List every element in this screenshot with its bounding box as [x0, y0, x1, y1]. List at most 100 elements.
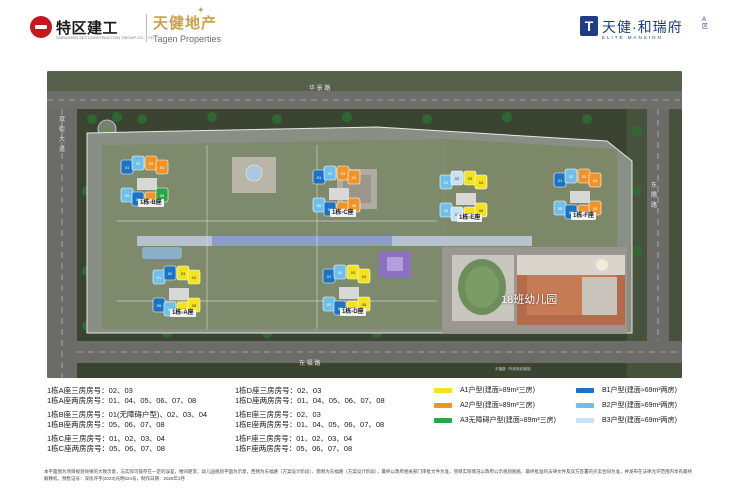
- unit-a1: [474, 174, 488, 190]
- unit-number: 03: [582, 174, 587, 179]
- unit-number: 04: [352, 175, 357, 180]
- unit-number: 02: [168, 271, 173, 276]
- unit-number: 08: [160, 193, 165, 198]
- building-c-listing: 1栋C座三房房号：01、02、03、04 1栋C座两房房号：05、06、07、0…: [47, 434, 165, 453]
- unit-number: 03: [181, 271, 186, 276]
- unit-number: 01: [327, 274, 332, 279]
- unit-number: 05: [157, 303, 162, 308]
- unit-number: 08: [479, 208, 484, 213]
- developer-logo: 特区建工 SHENZHEN SEZ CONSTRUCTION GROUP CO.…: [30, 14, 160, 40]
- tower-core: [137, 178, 157, 190]
- site-plan: 0102030405060708 0102030405060708 010203…: [47, 71, 682, 378]
- legend-b2-swatch: [576, 403, 594, 408]
- unit-number: 04: [362, 274, 367, 279]
- legend-b3-swatch: [576, 418, 594, 423]
- unit-number: 02: [455, 176, 460, 181]
- unit-number: 08: [362, 302, 367, 307]
- tower-core: [339, 287, 359, 299]
- project-name-en: ELITE MANSION: [602, 35, 663, 40]
- building-d-three-room: 1栋D座三房房号：02、03: [235, 386, 322, 395]
- project-logo: T 天健·和瑞府 ELITE MANSION A区: [580, 16, 715, 46]
- west-road-label: 双 街 大 道: [59, 117, 66, 153]
- brand-name-en: Tagen Properties: [153, 34, 222, 44]
- building-e-listing: 1栋E座三房房号：02、03 1栋E座两房房号：01、04、05、06、07、0…: [235, 410, 384, 429]
- tower-core: [456, 193, 476, 205]
- unit-number: 08: [593, 206, 598, 211]
- building-a-two-room: 1栋A座两房房号：01、04、05、06、07、08: [47, 395, 197, 405]
- unit-b2: [564, 168, 578, 184]
- unit-b3: [450, 170, 464, 186]
- building-1d-label: 1栋-D座: [340, 308, 366, 316]
- unit-b2: [323, 165, 337, 181]
- unit-b1: [163, 265, 177, 281]
- unit-number: 05: [558, 206, 563, 211]
- building-e-two-room: 1栋E座两房房号：01、04、05、06、07、08: [235, 419, 385, 429]
- south-road-sublabel: 东福路（市政规划道路）: [495, 367, 534, 371]
- unit-number: 01: [558, 178, 563, 183]
- building-1b-units: 0102030405060708: [120, 155, 169, 207]
- east-road-label: 东 隅 路: [651, 183, 658, 209]
- developer-logo-subtext: SHENZHEN SEZ CONSTRUCTION GROUP CO., LTD…: [56, 35, 155, 40]
- site-plan-drawing: 0102030405060708 0102030405060708 010203…: [47, 71, 682, 378]
- building-a-listing: 1栋A座三房房号：02、03 1栋A座两房房号：01、04、05、06、07、0…: [47, 386, 196, 405]
- unit-a2: [155, 159, 169, 175]
- unit-a1: [187, 269, 201, 285]
- unit-number: 05: [317, 203, 322, 208]
- kindergarten-label: 18班幼儿园: [501, 294, 558, 306]
- unit-number: 05: [327, 302, 332, 307]
- legend-a1-text: A1户型(建面≈89m²三房): [460, 387, 536, 394]
- unit-number: 02: [328, 171, 333, 176]
- unit-number: 08: [352, 203, 357, 208]
- unit-number: 04: [160, 165, 165, 170]
- unit-number: 04: [192, 275, 197, 280]
- tower-core: [329, 188, 349, 200]
- tower-core: [570, 191, 590, 203]
- unit-number: 08: [192, 303, 197, 308]
- legend-a1-swatch: [434, 388, 452, 393]
- unit-number: 01: [157, 275, 162, 280]
- unit-number: 01: [125, 165, 130, 170]
- unit-a2: [347, 169, 361, 185]
- legend-a2-swatch: [434, 403, 452, 408]
- building-b-listing: 1栋B座三房房号：01(无障碍户型)、02、03、04 1栋B座两房房号：05、…: [47, 410, 207, 429]
- unit-number: 02: [569, 174, 574, 179]
- legend-b1-text: B1户型(建面≈69m²两房): [602, 387, 678, 394]
- header: 特区建工 SHENZHEN SEZ CONSTRUCTION GROUP CO.…: [0, 0, 740, 66]
- unit-number: 03: [149, 161, 154, 166]
- project-name-cn: 天健·和瑞府: [602, 19, 683, 35]
- legend-a2-text: A2户型(建面≈89m²三房): [460, 402, 536, 409]
- unit-number: 04: [479, 180, 484, 185]
- unit-number: 01: [317, 175, 322, 180]
- unit-number: 04: [593, 178, 598, 183]
- building-c-two-room: 1栋C座两房房号：05、06、07、08: [47, 443, 165, 453]
- unit-number: 02: [338, 270, 343, 275]
- unit-b2: [333, 264, 347, 280]
- building-e-three-room: 1栋E座三房房号：02、03: [235, 410, 321, 419]
- building-c-three-room: 1栋C座三房房号：01、02、03、04: [47, 434, 165, 443]
- building-1f-units: 0102030405060708: [553, 168, 602, 220]
- building-1a-units: 0102030405060708: [152, 265, 201, 317]
- unit-number: 03: [468, 176, 473, 181]
- legend-a3-swatch: [434, 418, 452, 423]
- building-1b-label: 1栋-B座: [138, 199, 164, 207]
- building-d-two-room: 1栋D座两房房号：01、04、05、06、07、08: [235, 395, 385, 405]
- unit-b2: [131, 155, 145, 171]
- north-road-label: 华 景 路: [309, 86, 331, 92]
- unit-number: 05: [444, 208, 449, 213]
- south-road-label: 东 福 路: [299, 361, 321, 367]
- unit-number: 03: [341, 171, 346, 176]
- brand-logo: ✦ 天健地产 Tagen Properties: [153, 5, 222, 44]
- sparkle-icon: ✦: [197, 5, 205, 15]
- legend-b3-text: B3户型(建面≈69m²两房): [602, 417, 678, 424]
- building-b-two-room: 1栋B座两房房号：05、06、07、08: [47, 419, 165, 429]
- unit-a2: [588, 172, 602, 188]
- logo-divider: [146, 14, 147, 42]
- building-1a-label: 1栋-A座: [170, 309, 196, 317]
- building-1c-label: 1栋-C座: [330, 209, 356, 217]
- building-b-three-room: 1栋B座三房房号：01(无障碍户型)、02、03、04: [47, 410, 208, 419]
- unit-number: 01: [444, 180, 449, 185]
- building-1e-label: 1栋-E座: [457, 214, 483, 222]
- north-road: [47, 91, 682, 109]
- unit-number: 03: [351, 270, 356, 275]
- developer-logo-text: 特区建工: [56, 19, 119, 37]
